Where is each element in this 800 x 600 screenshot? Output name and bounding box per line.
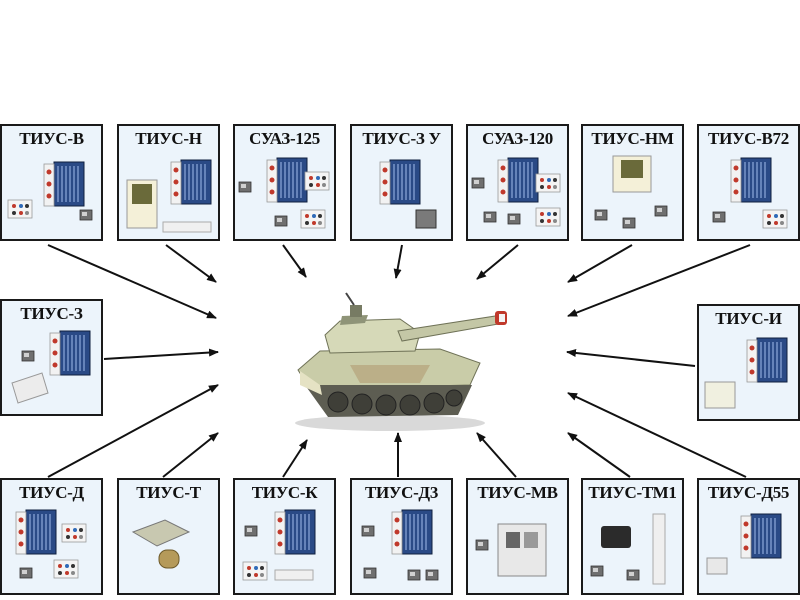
control-unit-icon xyxy=(15,509,87,579)
arrow-tius-d xyxy=(47,384,219,478)
control-unit-icon xyxy=(704,337,788,409)
module-label: ТИУС-НМ xyxy=(591,129,674,148)
arrow-tius-i xyxy=(566,349,696,367)
control-unit-icon xyxy=(712,157,788,229)
module-card-tius-d: ТИУС-Д xyxy=(0,478,103,595)
module-card-tius-z: ТИУС-З xyxy=(0,299,103,416)
tank-icon xyxy=(295,292,507,431)
arrow-tius-d55 xyxy=(567,392,747,478)
module-card-suaz-120: СУАЗ-120 xyxy=(466,124,569,241)
arrow-tius-tm1 xyxy=(567,432,631,478)
arrow-tius-v72 xyxy=(567,244,751,317)
module-label: СУАЗ-125 xyxy=(249,129,320,148)
module-label: ТИУС-Н xyxy=(135,129,202,148)
module-card-tius-zu: ТИУС-З У xyxy=(350,124,453,241)
module-card-tius-d55: ТИУС-Д55 xyxy=(697,478,800,595)
module-label: ТИУС-Д xyxy=(19,483,84,502)
module-label: ТИУС-И xyxy=(715,309,782,328)
module-card-tius-v72: ТИУС-В72 xyxy=(697,124,800,241)
arrow-tius-k xyxy=(282,439,308,478)
arrow-suaz-120 xyxy=(476,244,519,280)
arrow-tius-nm xyxy=(567,244,633,283)
control-unit-icon xyxy=(7,161,93,221)
module-card-tius-n: ТИУС-Н xyxy=(117,124,220,241)
arrow-tius-z xyxy=(103,348,219,360)
control-unit-icon xyxy=(361,509,439,581)
module-card-tius-mv: ТИУС-МВ xyxy=(466,478,569,595)
module-label: ТИУС-З xyxy=(20,304,83,323)
arrow-tius-zu xyxy=(393,244,403,279)
module-label: ТИУС-Д55 xyxy=(707,483,790,502)
arrow-tius-n xyxy=(165,244,217,283)
module-label: ТИУС-МВ xyxy=(477,483,558,502)
module-label: ТИУС-В72 xyxy=(708,129,789,148)
module-label: ТИУС-В xyxy=(19,129,84,148)
module-card-tius-v: ТИУС-В xyxy=(0,124,103,241)
module-card-tius-tm1: ТИУС-ТМ1 xyxy=(581,478,684,595)
module-card-tius-t: ТИУС-Т xyxy=(117,478,220,595)
module-label: ТИУС-К xyxy=(251,483,318,502)
control-unit-icon xyxy=(706,513,782,575)
arrow-tius-v xyxy=(47,244,217,319)
arrow-suaz-125 xyxy=(282,244,307,278)
module-label: ТИУС-Т xyxy=(136,483,201,502)
module-label: ТИУС-Д3 xyxy=(364,483,439,502)
arrow-tius-mv xyxy=(476,432,517,478)
module-card-tius-k: ТИУС-К xyxy=(233,478,336,595)
control-unit-icon xyxy=(11,330,91,404)
control-unit-icon xyxy=(379,159,437,229)
module-label: ТИУС-ТМ1 xyxy=(588,483,677,502)
arrow-tius-t xyxy=(162,432,219,478)
control-unit-icon xyxy=(471,157,561,227)
module-label: СУАЗ-120 xyxy=(482,129,553,148)
module-label: ТИУС-З У xyxy=(362,129,441,148)
module-card-tius-d3: ТИУС-Д3 xyxy=(350,478,453,595)
control-unit-icon xyxy=(242,509,316,581)
control-unit-icon xyxy=(594,155,668,229)
control-unit-icon xyxy=(475,523,547,577)
control-unit-icon xyxy=(131,519,191,569)
module-card-tius-nm: ТИУС-НМ xyxy=(581,124,684,241)
control-unit-icon xyxy=(238,157,330,229)
module-card-tius-i: ТИУС-И xyxy=(697,304,800,421)
control-unit-icon xyxy=(126,159,212,233)
control-unit-icon xyxy=(590,513,666,585)
module-card-suaz-125: СУАЗ-125 xyxy=(233,124,336,241)
